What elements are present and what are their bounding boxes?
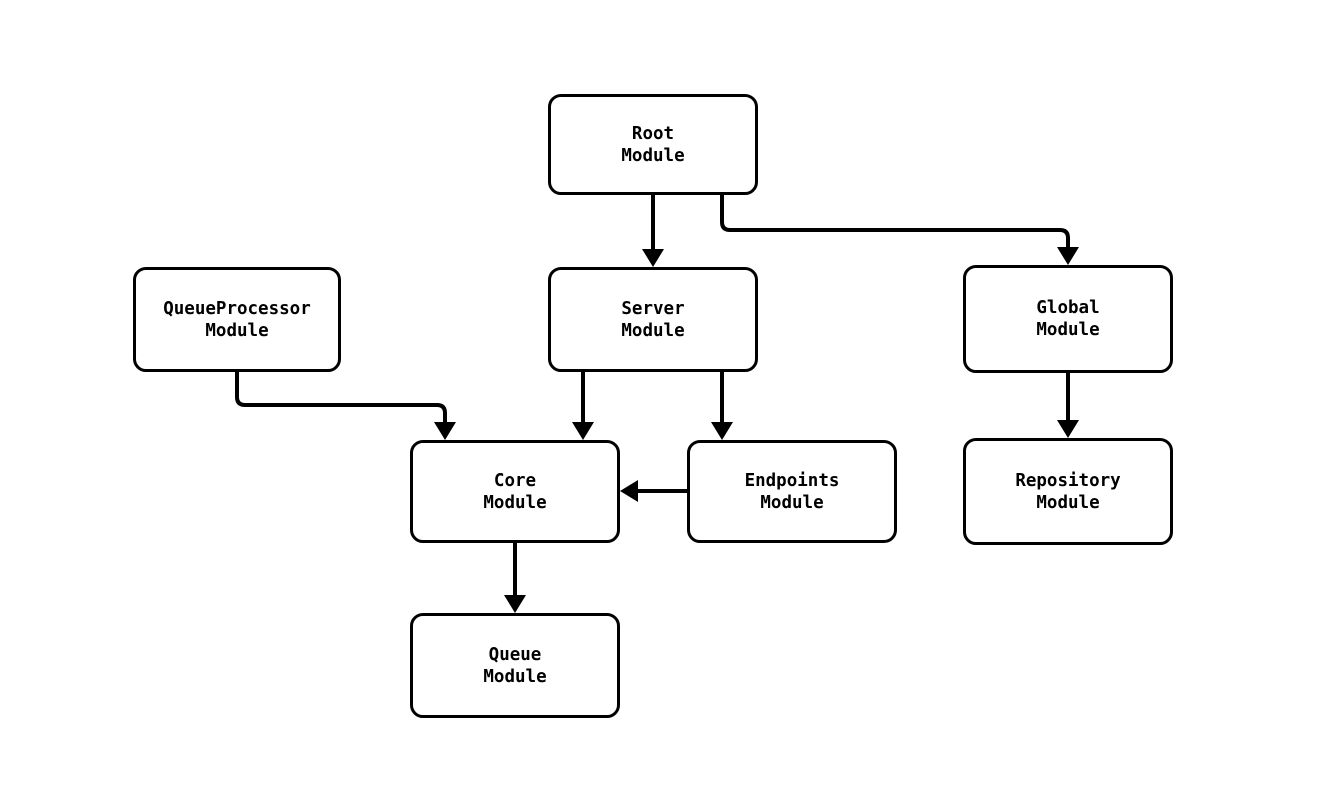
- node-queueprocessor-module-line1: QueueProcessor: [163, 298, 311, 319]
- node-queueprocessor-module-line2: Module: [205, 320, 269, 341]
- node-repository-module-line1: Repository: [1015, 470, 1121, 491]
- node-core-module[interactable]: Core Module: [410, 440, 620, 543]
- edge-server-to-core: [572, 372, 594, 440]
- node-root-module-line2: Module: [621, 145, 685, 166]
- edge-root-to-global: [720, 195, 1079, 265]
- edge-global-to-repository: [1057, 373, 1079, 438]
- node-root-module[interactable]: Root Module: [548, 94, 758, 195]
- node-server-module-line2: Module: [621, 320, 685, 341]
- node-server-module[interactable]: Server Module: [548, 267, 758, 372]
- node-repository-module-line2: Module: [1036, 492, 1100, 513]
- edge-core-to-queue: [504, 543, 526, 613]
- edge-endpoints-to-core: [620, 480, 687, 502]
- node-global-module-line2: Module: [1036, 320, 1100, 340]
- node-endpoints-module-line2: Module: [760, 492, 824, 513]
- node-queue-module-line1: Queue: [488, 644, 542, 665]
- node-repository-module[interactable]: Repository Module: [963, 438, 1173, 545]
- edge-root-to-server: [642, 195, 664, 267]
- node-server-module-line1: Server: [621, 298, 685, 319]
- node-queueprocessor-module[interactable]: QueueProcessor Module: [133, 267, 341, 372]
- node-global-module[interactable]: Global Module: [963, 265, 1173, 373]
- edge-queueprocessor-to-core: [235, 372, 456, 440]
- node-queue-module-line2: Module: [483, 666, 547, 687]
- node-queue-module[interactable]: Queue Module: [410, 613, 620, 718]
- node-endpoints-module-line1: Endpoints: [744, 470, 840, 491]
- node-core-module-line2: Module: [483, 492, 547, 513]
- node-root-module-line1: Root: [631, 123, 675, 144]
- edge-server-to-endpoints: [711, 372, 733, 440]
- node-endpoints-module[interactable]: Endpoints Module: [687, 440, 897, 543]
- node-core-module-line1: Core: [493, 470, 537, 491]
- node-global-module-line1: Global: [1036, 298, 1100, 318]
